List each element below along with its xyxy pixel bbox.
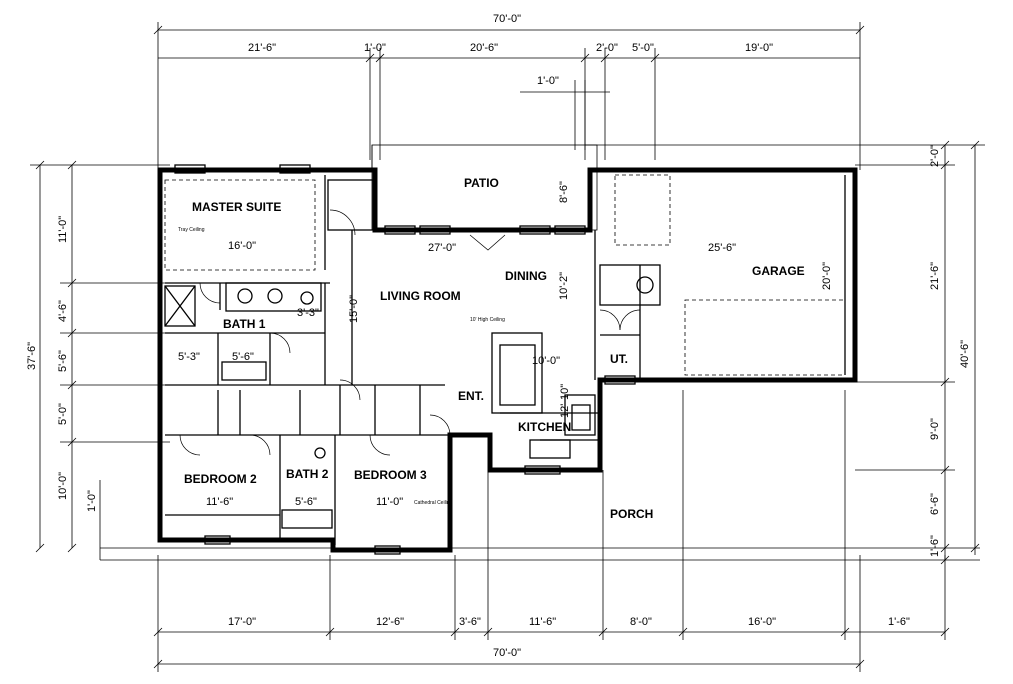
dim-top-4: 2'-0" [596, 42, 618, 54]
windows [174, 164, 636, 555]
room-porch: PORCH [610, 507, 653, 521]
dim-top-3: 20'-6" [470, 42, 498, 54]
dim-bottom-4: 11'-6" [529, 616, 556, 628]
fixtures [237, 276, 654, 459]
top-dimensions [153, 22, 865, 170]
dim-right-2: 21'-6" [929, 262, 941, 290]
room-bedroom3-ceiling: Cathedral Ceiling [414, 500, 453, 506]
room-master-suite-ceiling: Tray Ceiling [178, 227, 205, 233]
dim-bottom-5: 8'-0" [630, 616, 652, 628]
interior-walls [164, 174, 846, 545]
dim-bottom-1: 17'-0" [228, 616, 256, 628]
dim-living-v: 15'-0" [348, 295, 360, 323]
room-utility: UT. [610, 352, 628, 366]
dim-right-5: 1'-6" [929, 535, 941, 557]
room-garage: GARAGE [752, 264, 805, 278]
dim-left-5: 10'-0" [57, 472, 69, 500]
dim-bottom-2: 12'-6" [376, 616, 404, 628]
dim-top-1: 21'-6" [248, 42, 276, 54]
dim-bath1-a: 3'-3" [297, 307, 319, 319]
dim-left-overall: 37'-6" [26, 342, 38, 370]
dim-garage-h: 25'-6" [708, 242, 736, 254]
room-kitchen: KITCHEN [518, 420, 571, 434]
dim-master-suite: 16'-0" [228, 240, 256, 252]
room-labels: MASTER SUITE Tray Ceiling 16'-0" PATIO 8… [178, 176, 833, 521]
room-dining: DINING [505, 269, 547, 283]
dim-bottom-3: 3'-6" [459, 616, 481, 628]
left-dimension-labels: 37'-6" 11'-0" 4'-6" 5'-6" 5'-0" 10'-0" 1… [26, 216, 98, 512]
bottom-dimensions [100, 390, 980, 672]
dim-bedroom3: 11'-0" [376, 496, 403, 508]
dim-left-2: 4'-6" [57, 300, 69, 322]
dim-top-2: 1'-0" [364, 42, 386, 54]
dim-right-1: 2'-0" [929, 145, 941, 167]
dim-garage-v: 20'-0" [821, 262, 833, 290]
dim-left-sub: 1'-0" [86, 490, 98, 512]
room-patio: PATIO [464, 176, 499, 190]
dim-bath1-b: 5'-3" [178, 351, 200, 363]
dim-top-5: 5'-0" [632, 42, 654, 54]
dim-bottom-7: 1'-6" [888, 616, 910, 628]
room-bath1: BATH 1 [223, 317, 266, 331]
dim-left-1: 11'-0" [57, 216, 69, 243]
dim-left-4: 5'-0" [57, 403, 69, 425]
room-living: LIVING ROOM [380, 289, 461, 303]
right-dimension-labels: 2'-0" 21'-6" 9'-0" 6'-6" 1'-6" 40'-6" [929, 145, 971, 557]
dim-patio: 8'-6" [558, 181, 570, 203]
dim-bath2: 5'-6" [295, 496, 317, 508]
dim-dining: 10'-2" [558, 272, 570, 300]
left-dimensions [30, 160, 170, 560]
dim-top-overall: 70'-0" [493, 13, 521, 25]
dim-bedroom2: 11'-6" [206, 496, 233, 508]
right-dimensions [585, 140, 985, 565]
dim-bottom-6: 16'-0" [748, 616, 776, 628]
dim-right-4: 6'-6" [929, 493, 941, 515]
dim-top-sub: 1'-0" [537, 75, 559, 87]
dim-left-3: 5'-6" [57, 350, 69, 372]
dim-kitchen-h: 10'-0" [532, 355, 560, 367]
dim-bath1-c: 5'-6" [232, 351, 254, 363]
dim-bottom-overall: 70'-0" [493, 647, 521, 659]
patio-slab [371, 144, 598, 231]
room-entry: ENT. [458, 389, 484, 403]
room-bedroom3: BEDROOM 3 [354, 468, 427, 482]
dim-right-3: 9'-0" [929, 418, 941, 440]
door-swings [179, 209, 641, 456]
room-bath2: BATH 2 [286, 467, 329, 481]
dim-living-h: 27'-0" [428, 242, 456, 254]
room-master-suite: MASTER SUITE [192, 200, 281, 214]
dim-top-6: 19'-0" [745, 42, 773, 54]
bottom-dimension-labels: 17'-0" 12'-6" 3'-6" 11'-6" 8'-0" 16'-0" … [228, 616, 910, 659]
exterior-walls [157, 167, 858, 553]
top-dimension-labels: 70'-0" 21'-6" 1'-0" 20'-6" 2'-0" 5'-0" 1… [248, 13, 773, 87]
dim-right-overall: 40'-6" [959, 340, 971, 368]
room-bedroom2: BEDROOM 2 [184, 472, 257, 486]
room-living-ceiling: 10' High Ceiling [470, 317, 505, 323]
dim-kitchen-v: 12'-10" [559, 384, 571, 418]
